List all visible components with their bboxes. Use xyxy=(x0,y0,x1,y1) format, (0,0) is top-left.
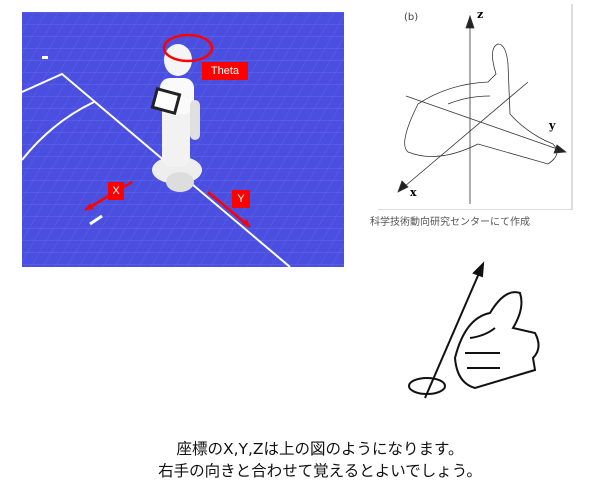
robot-icon xyxy=(150,44,202,192)
panel-label: (b) xyxy=(404,12,419,23)
right-hand-axes-diagram: (b) z y x xyxy=(378,4,578,211)
explanation-text: 座標のX,Y,Zは上の図のようになります。 右手の向きと合わせて覚えるとよいでし… xyxy=(0,438,600,482)
z-axis-label: z xyxy=(477,8,484,21)
explanation-line-1: 座標のX,Y,Zは上の図のようになります。 xyxy=(176,440,464,458)
y-arrow xyxy=(207,191,251,228)
sim-scene xyxy=(22,12,344,267)
explanation-line-2: 右手の向きと合わせて覚えるとよいでしょう。 xyxy=(158,462,482,480)
y-axis-label: y xyxy=(549,119,556,132)
thumb-hand-icon xyxy=(408,261,540,399)
thumb-rotation-illustration xyxy=(395,258,550,408)
theta-rotation-arrow xyxy=(162,33,214,63)
y-label: Y xyxy=(232,190,250,208)
diagram-caption: 科学技術動向研究センターにて作成 xyxy=(370,217,530,228)
x-label: X xyxy=(108,182,124,200)
theta-label: Theta xyxy=(202,62,248,80)
robot-simulation-image: Theta X Y xyxy=(22,12,344,267)
x-axis-label: x xyxy=(410,186,417,199)
hand-drawing xyxy=(378,4,573,211)
